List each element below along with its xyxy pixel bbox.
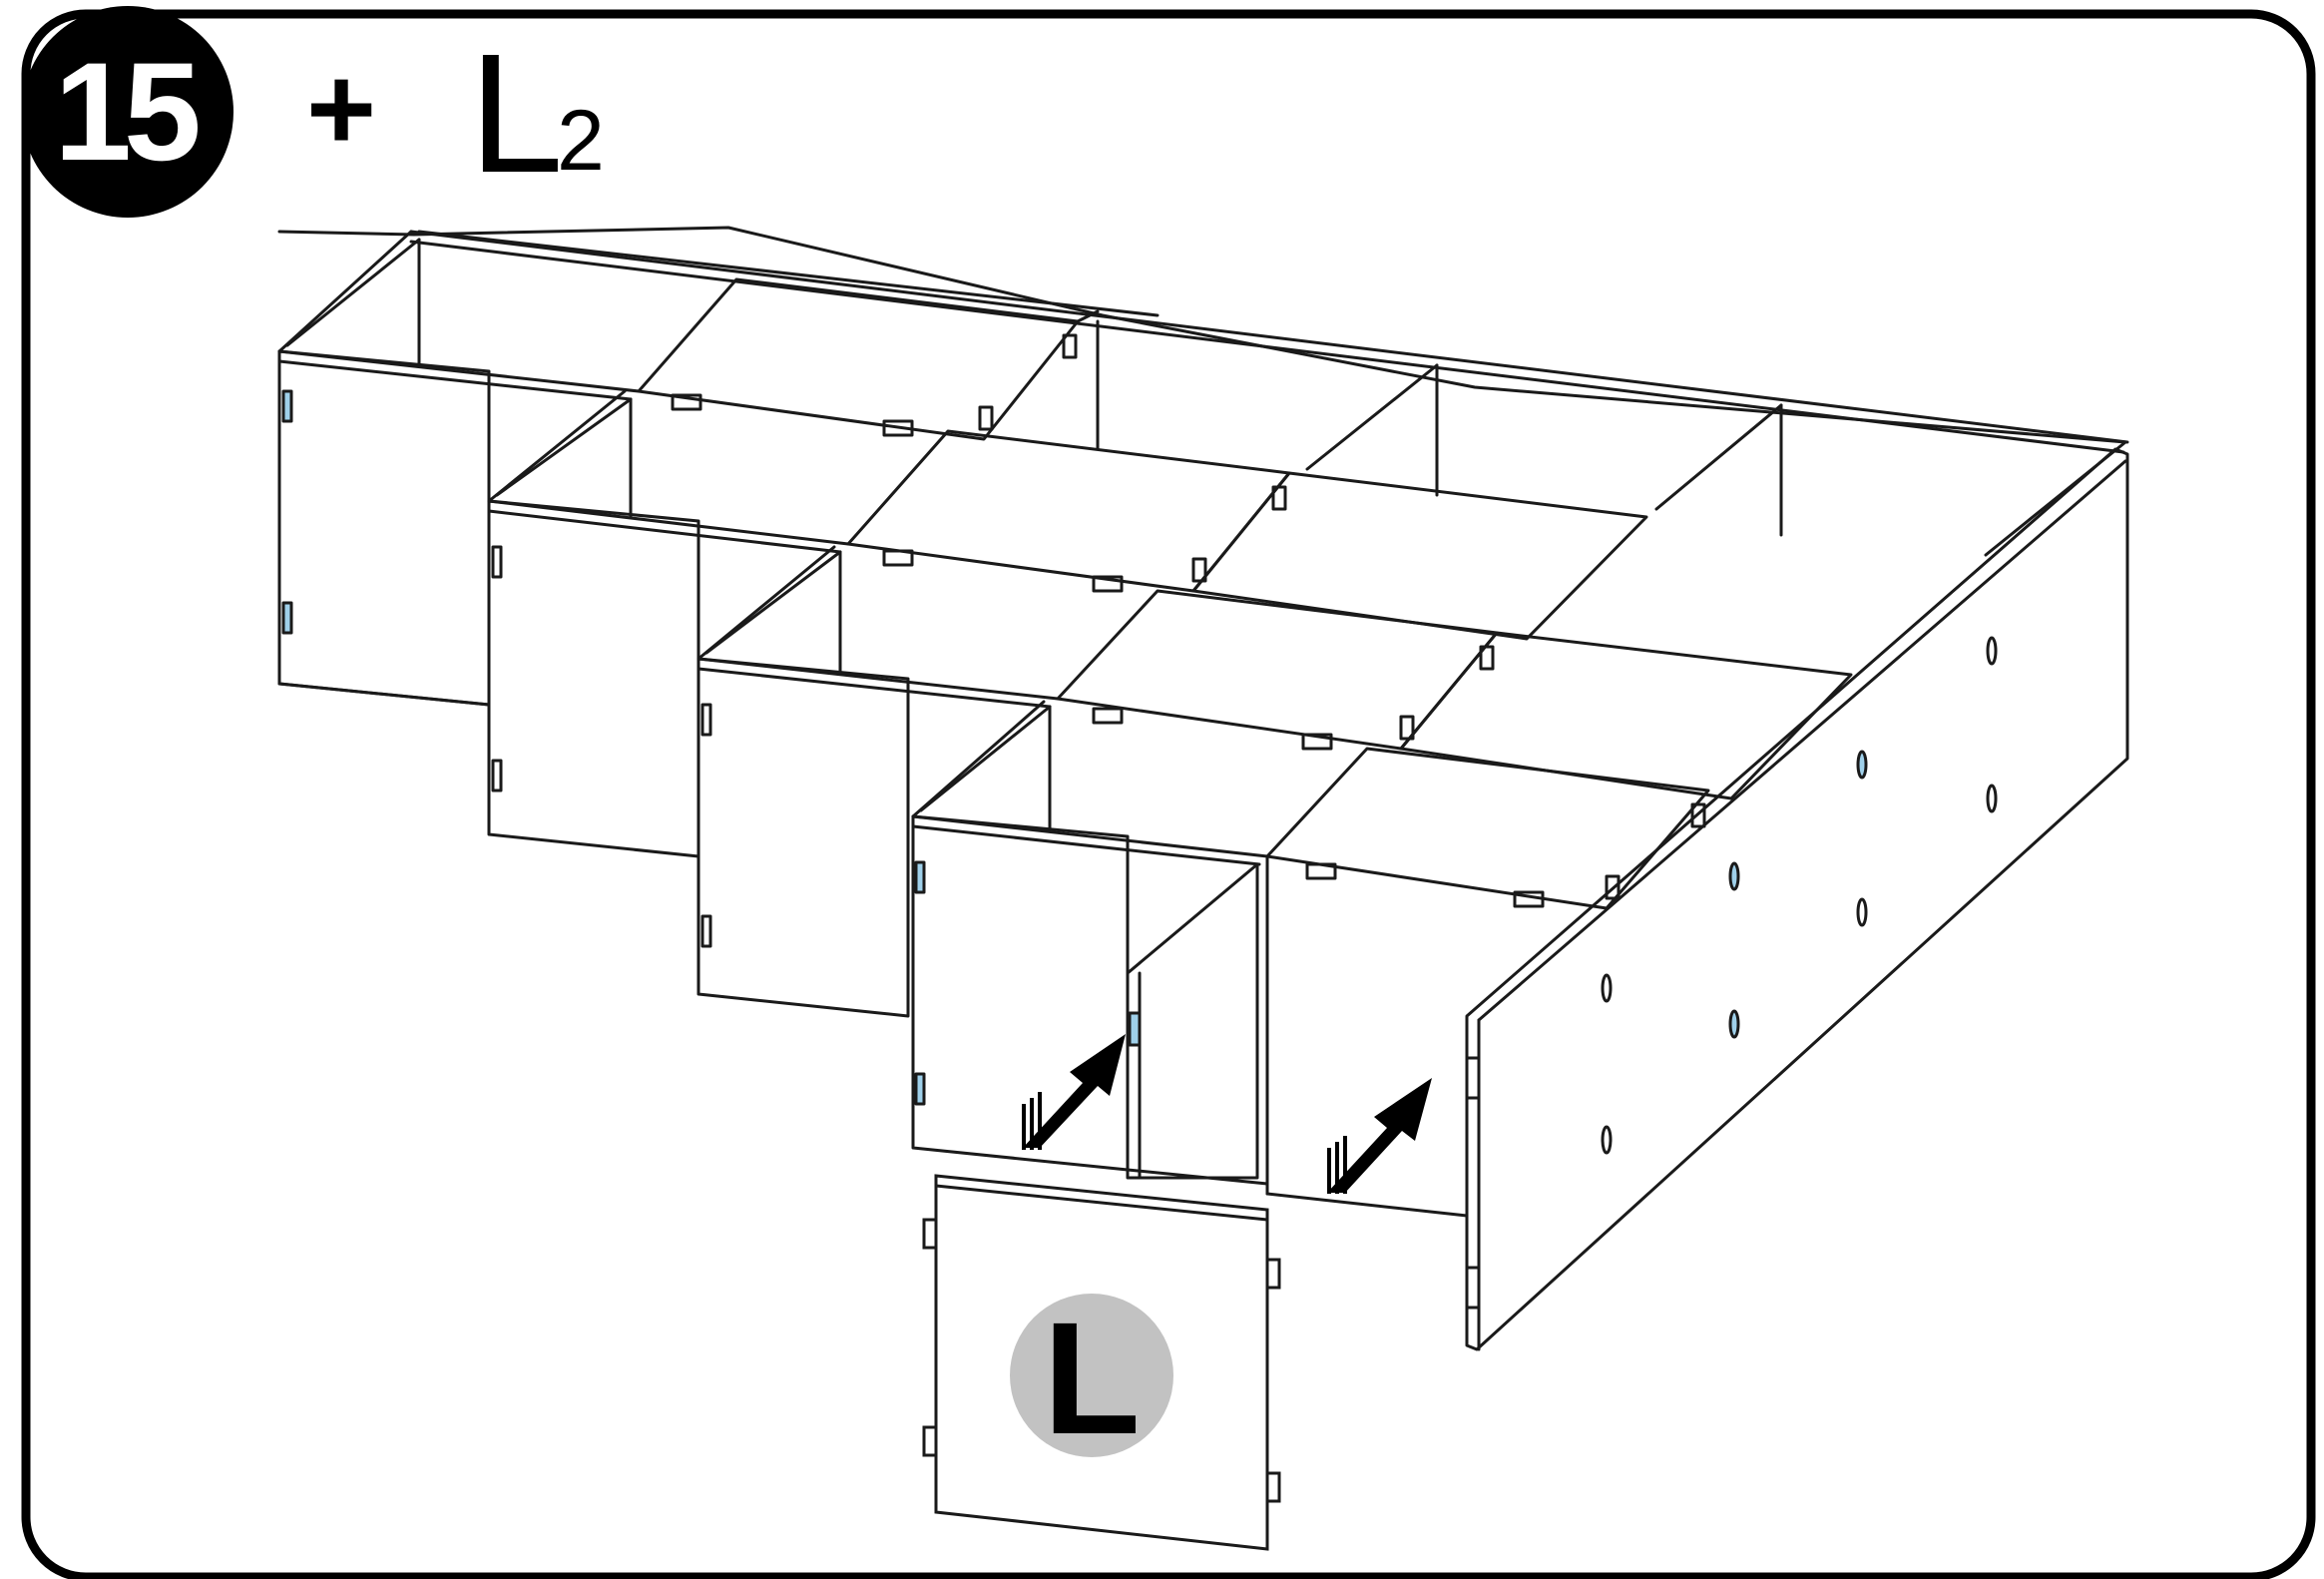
right-side-panel-edge <box>1477 459 2127 1022</box>
row3-front-panel <box>697 657 910 1018</box>
row4-slot-2 <box>914 1072 926 1106</box>
row1-front-bottom <box>277 682 491 707</box>
hole-5 <box>1856 750 1868 780</box>
part-letter: L <box>469 19 564 209</box>
row1-slot-2 <box>281 601 293 635</box>
hole-1 <box>1601 973 1613 1003</box>
hole-7 <box>1986 636 1998 666</box>
front-divider-panel <box>1126 862 1259 1180</box>
row1-top-front <box>277 349 641 393</box>
step-header: 15 + L 2 <box>22 6 605 218</box>
shelf1-slot-d <box>978 405 994 431</box>
shelf2-top <box>846 429 1291 593</box>
row1-front-panel <box>277 349 491 707</box>
part-panel-tab-left-1 <box>922 1218 936 1250</box>
shelf1-slot-c <box>1062 333 1078 359</box>
row4-slot <box>914 860 926 894</box>
back-panel-top-edge-2 <box>409 240 2125 454</box>
shelf4-slot-d <box>1605 874 1621 900</box>
row1-top-left <box>277 230 413 353</box>
step-number: 15 <box>54 33 198 190</box>
right-side-tabs-2 <box>1465 1266 1481 1310</box>
step-badge <box>22 6 233 218</box>
row4-top-left <box>911 700 1046 818</box>
shelf3-slot-b <box>1301 733 1333 751</box>
plus-sign: + <box>306 42 376 176</box>
insert-arrow-icon <box>1327 1078 1432 1194</box>
shelf2-slot-a <box>882 549 914 567</box>
shelf1-top <box>637 277 1080 441</box>
shelf1-divider <box>1076 309 1100 323</box>
shelf4-slot-c <box>1690 802 1706 828</box>
hole-3 <box>1728 861 1740 891</box>
part-label-circle <box>1010 1294 1173 1457</box>
hole-6 <box>1856 897 1868 927</box>
diagram-frame <box>21 9 2316 1579</box>
row4-top-front <box>911 814 1269 858</box>
mid-shelf-right <box>1191 471 1648 641</box>
insert-arrow-icon <box>1022 1034 1126 1150</box>
shelf1-slot-b <box>882 419 914 437</box>
part-panel-top-edge <box>935 1184 1268 1222</box>
part-panel-l: L <box>922 1174 1281 1551</box>
row3-slot-2 <box>700 914 712 948</box>
row2-slot-2 <box>491 759 503 792</box>
shelf4-slot-a <box>1305 862 1337 880</box>
shelf3-slot-a <box>1092 707 1124 725</box>
hole-2 <box>1601 1125 1613 1155</box>
part-panel-tab-right-2 <box>1267 1471 1281 1503</box>
row3-top-inner <box>704 550 842 655</box>
row1-top-front-2 <box>277 359 633 401</box>
row1-slot <box>281 389 293 423</box>
row2-top-front-2 <box>487 509 842 554</box>
shelf2-slot-b <box>1092 575 1124 593</box>
part-panel-label: L <box>1043 1289 1141 1467</box>
shelf-unit <box>277 226 2129 1351</box>
row2-top-front <box>487 499 850 546</box>
shelf1-slot-a <box>671 393 702 411</box>
row4-top-inner <box>919 705 1052 812</box>
shelf4-slot-b <box>1513 890 1545 908</box>
right-side-tabs <box>1465 1056 1481 1100</box>
back-panel-top-edge <box>409 230 2129 444</box>
back-panel-top-inner <box>417 230 1160 317</box>
row4-front-panel <box>911 814 1130 1172</box>
row3-top-front-2 <box>697 667 1052 709</box>
back-panel-top <box>277 226 2127 444</box>
row1-top-inner <box>285 238 421 347</box>
row3-slot <box>700 703 712 737</box>
right-side-panel <box>1465 447 2129 1351</box>
row4-top-front-2 <box>911 824 1261 866</box>
shelf2-slot-d <box>1191 557 1207 583</box>
part-panel-tab-left-2 <box>922 1425 936 1457</box>
part-panel-tab-right-1 <box>1267 1258 1281 1290</box>
row2-top-inner <box>495 397 633 497</box>
hole-4 <box>1728 1009 1740 1039</box>
front-divider-slot <box>1128 1011 1142 1047</box>
shelf3-slot-d <box>1399 715 1415 741</box>
row2-front-panel <box>487 499 700 858</box>
shelf4-top <box>1265 747 1710 910</box>
rear-cell-diag-2 <box>1654 403 1783 511</box>
shelf4-bottom <box>1265 1192 1469 1218</box>
row3-top-front <box>697 657 1060 701</box>
shelf3-top <box>1056 589 1499 751</box>
rear-cell-diag-1 <box>1305 363 1439 471</box>
hole-8 <box>1986 784 1998 813</box>
part-count: 2 <box>557 93 605 189</box>
mid-shelf-right-2 <box>1399 631 1853 800</box>
row2-slot <box>491 545 503 579</box>
